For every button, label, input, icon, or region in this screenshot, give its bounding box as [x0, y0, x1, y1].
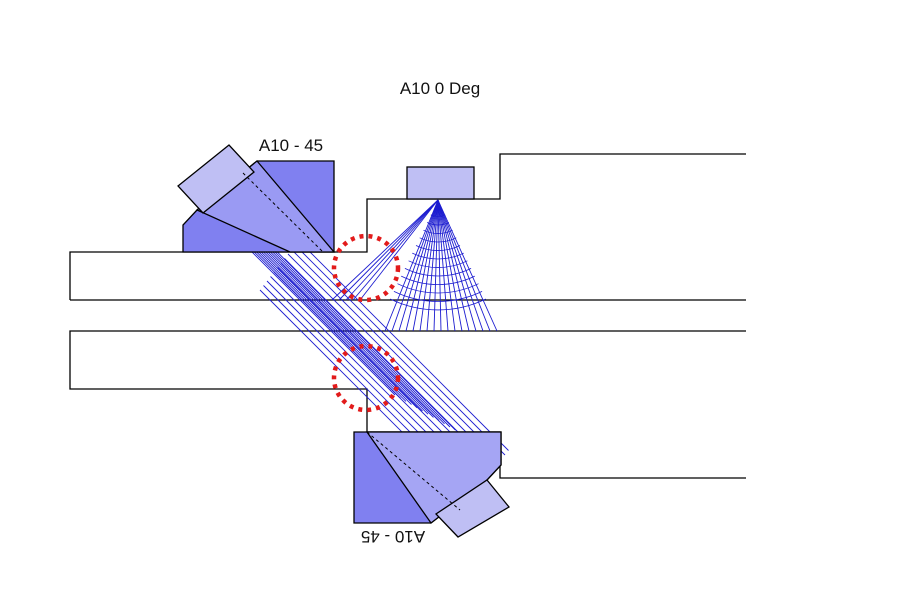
ultrasonic-beams	[204, 199, 509, 501]
top-probe-ray	[243, 227, 434, 418]
fan-ray	[384, 199, 439, 332]
probe-bottom-45	[353, 431, 510, 538]
probe-top-transducer	[177, 144, 255, 214]
fan-wavefront	[401, 275, 475, 285]
lower-component	[69, 330, 746, 479]
bottom-probe-ray	[291, 249, 502, 460]
fan-ray	[437, 199, 449, 332]
upper-defect-highlight	[331, 233, 401, 303]
probe-bottom-transducer	[434, 479, 510, 538]
fan-ray	[433, 199, 439, 332]
diagram-title: A10 0 Deg	[400, 79, 480, 98]
fan-ray	[398, 199, 439, 332]
lower-component-outline	[69, 330, 746, 479]
fan-wavefront	[404, 268, 472, 277]
upper-component-outline	[69, 153, 746, 300]
probe-top-45	[177, 144, 336, 253]
probe-bottom-wedge-inner	[365, 431, 502, 524]
probe-0-deg	[406, 166, 475, 200]
fan-ray	[437, 199, 491, 332]
reflected-ray	[359, 199, 439, 301]
fan-ray	[437, 199, 463, 332]
fan-wavefront	[412, 252, 464, 260]
bottom-probe-ray	[294, 244, 506, 456]
fan-wavefront	[393, 291, 483, 302]
fan-wavefront	[426, 222, 450, 226]
fan-wavefront	[408, 260, 468, 268]
fan-wavefront	[415, 245, 461, 251]
bottom-probe-ray	[298, 240, 509, 451]
fan-wavefront	[419, 237, 457, 243]
fan-ray	[412, 199, 439, 332]
fan-ray	[437, 199, 477, 332]
probe-bottom-label: A10 - 45	[361, 527, 425, 546]
top-probe-ray	[265, 239, 456, 431]
fan-ray	[437, 199, 442, 332]
fan-ray	[437, 199, 484, 332]
probe-top-label: A10 - 45	[259, 136, 323, 155]
probe-top-beam-axis	[242, 172, 323, 252]
lower-defect-highlight	[331, 343, 401, 413]
reflected-ray	[338, 199, 439, 301]
top-probe-ray	[254, 233, 445, 425]
top-probe-ray	[237, 223, 429, 415]
top-probe-ray	[259, 236, 451, 428]
fan-wavefront	[430, 214, 446, 217]
probe-bottom-beam-axis	[366, 431, 461, 511]
top-probe-ray	[232, 220, 423, 412]
fan-wavefront	[423, 229, 453, 234]
reflected-ray	[352, 199, 439, 301]
reflected-ray	[331, 199, 439, 301]
fan-wavefront	[390, 298, 486, 311]
fan-ray	[391, 199, 439, 332]
fan-wavefront	[397, 283, 479, 294]
fan-ray	[437, 199, 498, 332]
